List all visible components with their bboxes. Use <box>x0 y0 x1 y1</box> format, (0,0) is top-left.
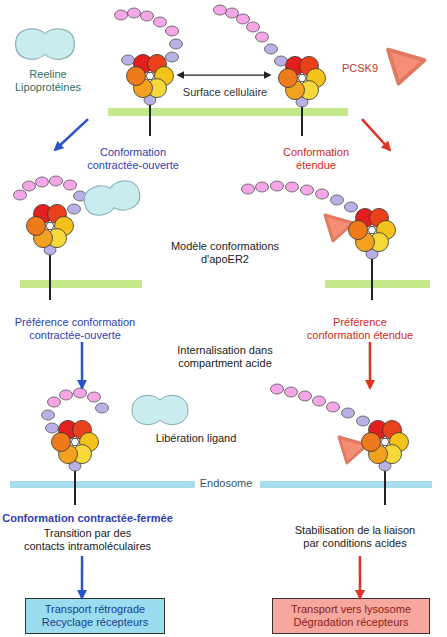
ligand-binding-domain <box>166 26 179 36</box>
egf-domain <box>342 408 355 418</box>
ligand-binding-domain <box>23 181 36 191</box>
ligand-binding-domain <box>14 190 27 200</box>
ligand-binding-domain <box>226 8 239 18</box>
cell-membrane <box>20 280 142 288</box>
flow-arrow <box>81 342 84 388</box>
reelin-ligand <box>16 29 75 60</box>
egf-domain <box>265 44 278 54</box>
flow-arrow <box>359 556 362 598</box>
ligand-binding-domain <box>74 388 87 398</box>
ligand-binding-domain <box>256 182 269 192</box>
ligand-binding-domain <box>286 182 299 192</box>
flow-arrow <box>178 74 270 75</box>
ligand-binding-domain <box>313 396 326 406</box>
conformation-stage: Conformation étendue <box>270 12 362 172</box>
ligand-binding-domain <box>271 181 284 191</box>
outcome-box: Transport vers lysosome Dégradation réce… <box>272 598 430 634</box>
ligand-binding-domain <box>247 22 260 32</box>
egf-domain <box>68 204 81 214</box>
propeller-domain <box>27 204 74 247</box>
ligand-binding-domain <box>48 397 61 407</box>
model-title: Modèle conformations d'apoER2 <box>158 240 292 266</box>
outcome-box: Transport rétrograde Recyclage récepteur… <box>25 598 165 634</box>
ligand-binding-domain <box>271 384 284 394</box>
egf-domain <box>42 410 55 420</box>
pcsk9-ligand <box>388 50 424 84</box>
box-text: Transport vers lysosome Dégradation réce… <box>273 603 429 629</box>
stage-caption: Conformation contractée-ouverte <box>79 146 187 172</box>
reelin-ligand <box>132 395 188 424</box>
egf-domain <box>166 52 179 62</box>
egf-domain <box>96 403 109 413</box>
flow-arrow <box>369 342 372 388</box>
ligand-binding-domain <box>256 32 269 42</box>
cell-membrane <box>108 108 348 116</box>
conformation-stage: Préférence conformation contractée-ouver… <box>5 150 145 342</box>
endosome-membrane <box>10 481 195 488</box>
box-text: Transport rétrograde Recyclage récepteur… <box>26 603 164 629</box>
propeller-domain <box>279 56 326 99</box>
membrane-label: Surface cellulaire <box>165 86 285 99</box>
ligand-binding-domain <box>237 14 250 24</box>
propeller-domain <box>52 420 99 463</box>
ligand-binding-domain <box>316 189 329 199</box>
endosome-membrane <box>260 481 432 488</box>
stage-caption: Conformation contractée-fermée <box>0 512 183 525</box>
conformation-stage: Conformation contractée-ferméeTransition… <box>5 388 170 556</box>
stage-caption: Conformation étendue <box>270 146 362 172</box>
compartment-label: Endosome <box>195 477 257 490</box>
ligand-binding-domain <box>36 177 49 187</box>
flow-arrow <box>362 119 390 150</box>
ligand-binding-domain <box>242 184 255 194</box>
ligand-binding-domain <box>88 392 101 402</box>
propeller-domain <box>127 54 174 97</box>
ligand-binding-domain <box>60 390 73 400</box>
ligand-label: PCSK9 <box>336 62 384 75</box>
ligand-binding-domain <box>154 17 167 27</box>
step-note: Internalisation dans compartment acide <box>158 344 292 370</box>
ligand-binding-domain <box>64 180 77 190</box>
conformation-stage: Préférence conformation étendue <box>290 150 430 342</box>
cell-membrane <box>325 280 430 288</box>
ligand-binding-domain <box>128 8 141 18</box>
stage-note: Transition par des contacts intramolécul… <box>13 527 163 553</box>
flow-arrow <box>55 119 88 150</box>
egf-domain <box>122 55 135 65</box>
ligand-label: Reeline Lipoprotéines <box>8 68 88 94</box>
ligand-binding-domain <box>327 402 340 412</box>
ligand-binding-domain <box>214 5 227 15</box>
conformation-stage: Stabilisation de la liaison par conditio… <box>280 388 430 556</box>
ligand-binding-domain <box>115 10 128 20</box>
ligand-binding-domain <box>285 387 298 397</box>
ligand-binding-domain <box>50 176 63 186</box>
stage-caption: Préférence conformation étendue <box>291 316 429 342</box>
propeller-domain <box>362 420 409 463</box>
reelin-ligand <box>82 178 143 218</box>
stage-caption: Stabilisation de la liaison par conditio… <box>275 524 435 550</box>
egf-domain <box>46 423 59 433</box>
conformation-stage: Conformation contractée-ouverte <box>88 12 178 172</box>
egf-domain <box>331 195 344 205</box>
ligand-binding-domain <box>301 185 314 195</box>
stage-caption: Préférence conformation contractée-ouver… <box>6 316 144 342</box>
ligand-binding-domain <box>299 391 312 401</box>
ligand-binding-domain <box>141 11 154 21</box>
flow-arrow <box>81 556 84 598</box>
egf-domain <box>345 202 358 212</box>
egf-domain <box>170 39 183 49</box>
egf-domain <box>357 416 370 426</box>
step-note: Libération ligand <box>146 432 246 445</box>
propeller-domain <box>349 208 396 251</box>
